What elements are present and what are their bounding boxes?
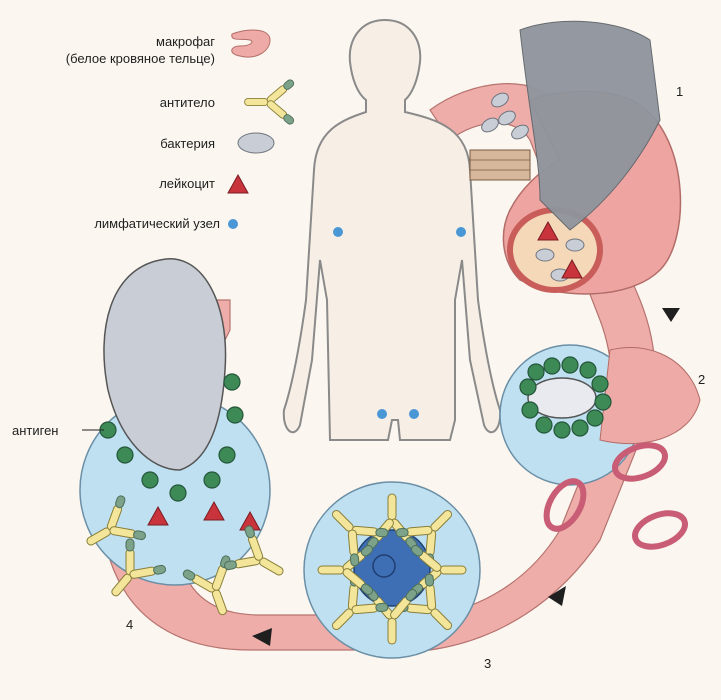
lymph-node-dot xyxy=(377,409,387,419)
legend-macrophage-label: макрофаг xyxy=(156,34,215,49)
flow-arrow xyxy=(662,308,680,322)
bacterium-icon xyxy=(237,132,275,154)
antigen-label: антиген xyxy=(12,423,59,438)
flow-arrow xyxy=(548,586,566,606)
human-body-outline xyxy=(282,18,502,441)
legend-antibody-label: антитело xyxy=(159,95,215,110)
step-number: 3 xyxy=(484,656,492,671)
flow-arrow xyxy=(252,628,272,646)
legend-icons xyxy=(227,29,296,229)
leukocyte-icon xyxy=(227,174,249,194)
stage-3-lymphocyte xyxy=(303,481,481,659)
macrophage-icon xyxy=(231,29,271,58)
lymph-node-dot xyxy=(333,227,343,237)
antibody-icon xyxy=(244,77,296,127)
legend-bacterium-label: бактерия xyxy=(160,136,215,151)
lymph-node-dot xyxy=(456,227,466,237)
legend-lymph-node-label: лимфатический узел xyxy=(94,216,220,231)
lymph-node-icon xyxy=(228,219,238,229)
lymph-node-dot xyxy=(409,409,419,419)
stage-4-macrophage xyxy=(73,258,297,624)
step-number: 4 xyxy=(126,617,134,632)
stage-2-lymph-node xyxy=(499,344,701,550)
step-number: 1 xyxy=(676,84,684,99)
legend-leukocyte-label: лейкоцит xyxy=(159,176,215,191)
stage-1-blood-vessel xyxy=(469,20,682,295)
step-number: 2 xyxy=(698,372,706,387)
legend-macrophage-sublabel: (белое кровяное тельце) xyxy=(65,51,215,66)
